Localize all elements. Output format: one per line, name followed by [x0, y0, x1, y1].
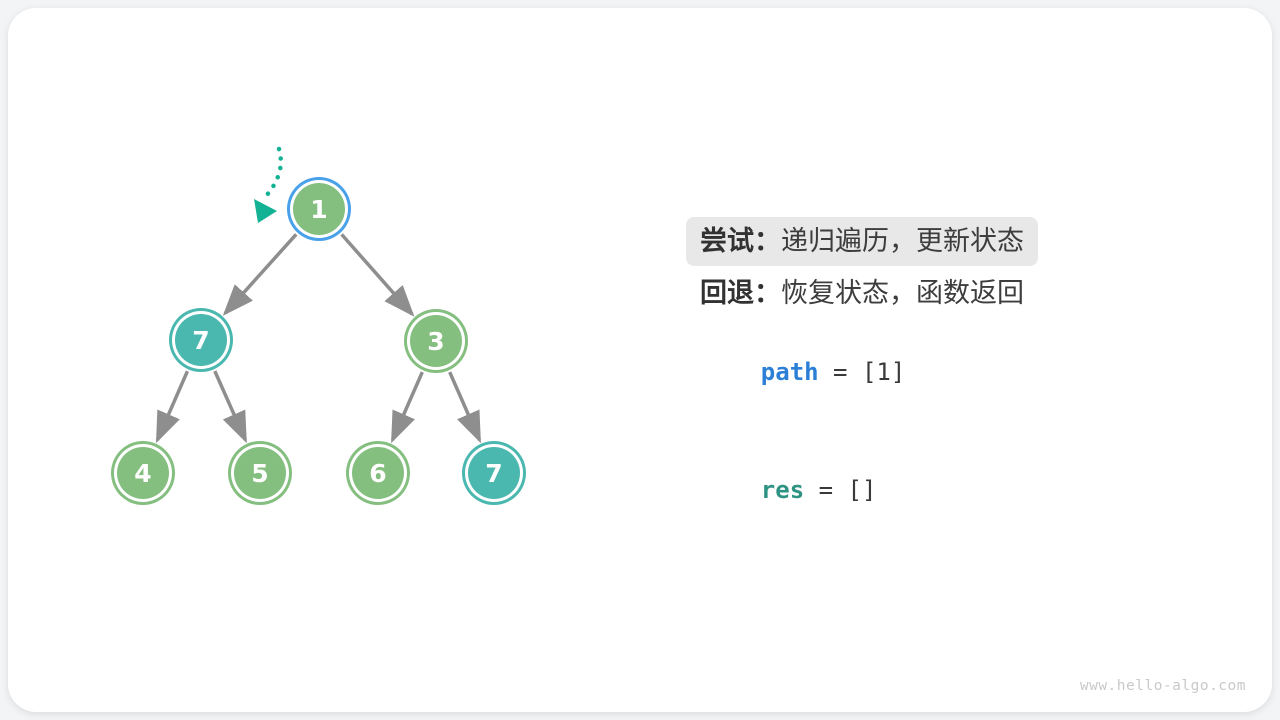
backtrack-step-label: 回退：	[700, 278, 781, 308]
tree-edge-n1-n3	[340, 233, 415, 317]
backtrack-step-line: 回退：恢复状态，函数返回	[700, 269, 1024, 318]
tree-edge-n7l-n5	[213, 370, 247, 444]
watermark: www.hello-algo.com	[1079, 678, 1246, 694]
try-step-label: 尝试：	[700, 226, 781, 256]
res-variable-value: = []	[804, 476, 877, 504]
current-pointer-dotted-arrow	[263, 146, 284, 199]
tree-edge-n3-n7r	[448, 371, 482, 444]
res-variable-name: res	[760, 476, 805, 504]
path-variable-line: path = [1]	[703, 330, 906, 414]
path-variable-name: path	[760, 358, 819, 386]
backtrack-step-text: 恢复状态，函数返回	[781, 278, 1024, 308]
res-variable-line: res = []	[703, 448, 877, 532]
tree-edges-layer	[155, 233, 482, 444]
tree-edge-n1-n7l	[222, 233, 298, 316]
path-variable-value: = [1]	[818, 358, 906, 386]
tree-edge-n7l-n4	[155, 370, 190, 444]
tree-edge-n3-n6	[390, 371, 424, 444]
try-step-line: 尝试：递归遍历，更新状态	[686, 217, 1038, 266]
try-step-text: 递归遍历，更新状态	[781, 226, 1024, 256]
current-pointer-arrowhead-icon	[254, 199, 277, 223]
